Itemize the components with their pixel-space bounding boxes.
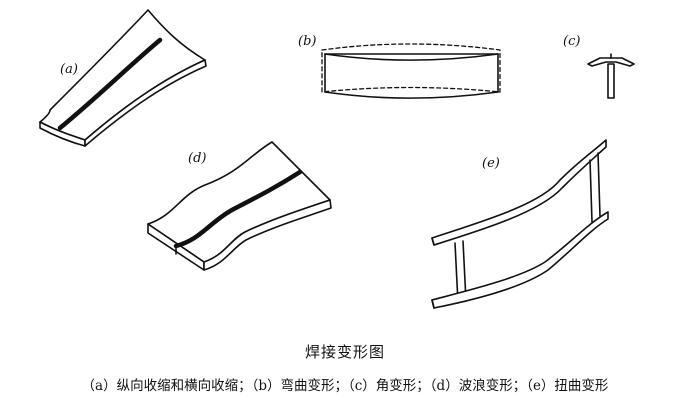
- figure-caption: （a）纵向收缩和横向收缩；（b）弯曲变形；（c）角变形；（d）波浪变形；（e）扭…: [81, 378, 609, 394]
- panel-label-a: (a): [60, 62, 78, 77]
- panel-label-d: (d): [188, 151, 206, 166]
- panel-d-wave-plate: [147, 141, 332, 271]
- weld-seam-a: [57, 37, 163, 131]
- weld-seam-d: [173, 169, 303, 249]
- panel-b-bending-plate: [321, 43, 501, 99]
- panel-label-c: (c): [563, 34, 580, 49]
- welding-deformation-diagram: (a) (b) (c) (d) (e): [39, 9, 635, 309]
- figure-title: 焊接变形图: [304, 343, 385, 361]
- panel-e-twisted-ibeam: [431, 139, 609, 309]
- panel-label-e: (e): [482, 156, 500, 171]
- panel-a-shrinkage-plate: [39, 9, 207, 147]
- panel-c-angular-tee: [587, 53, 635, 99]
- panel-label-b: (b): [298, 34, 316, 49]
